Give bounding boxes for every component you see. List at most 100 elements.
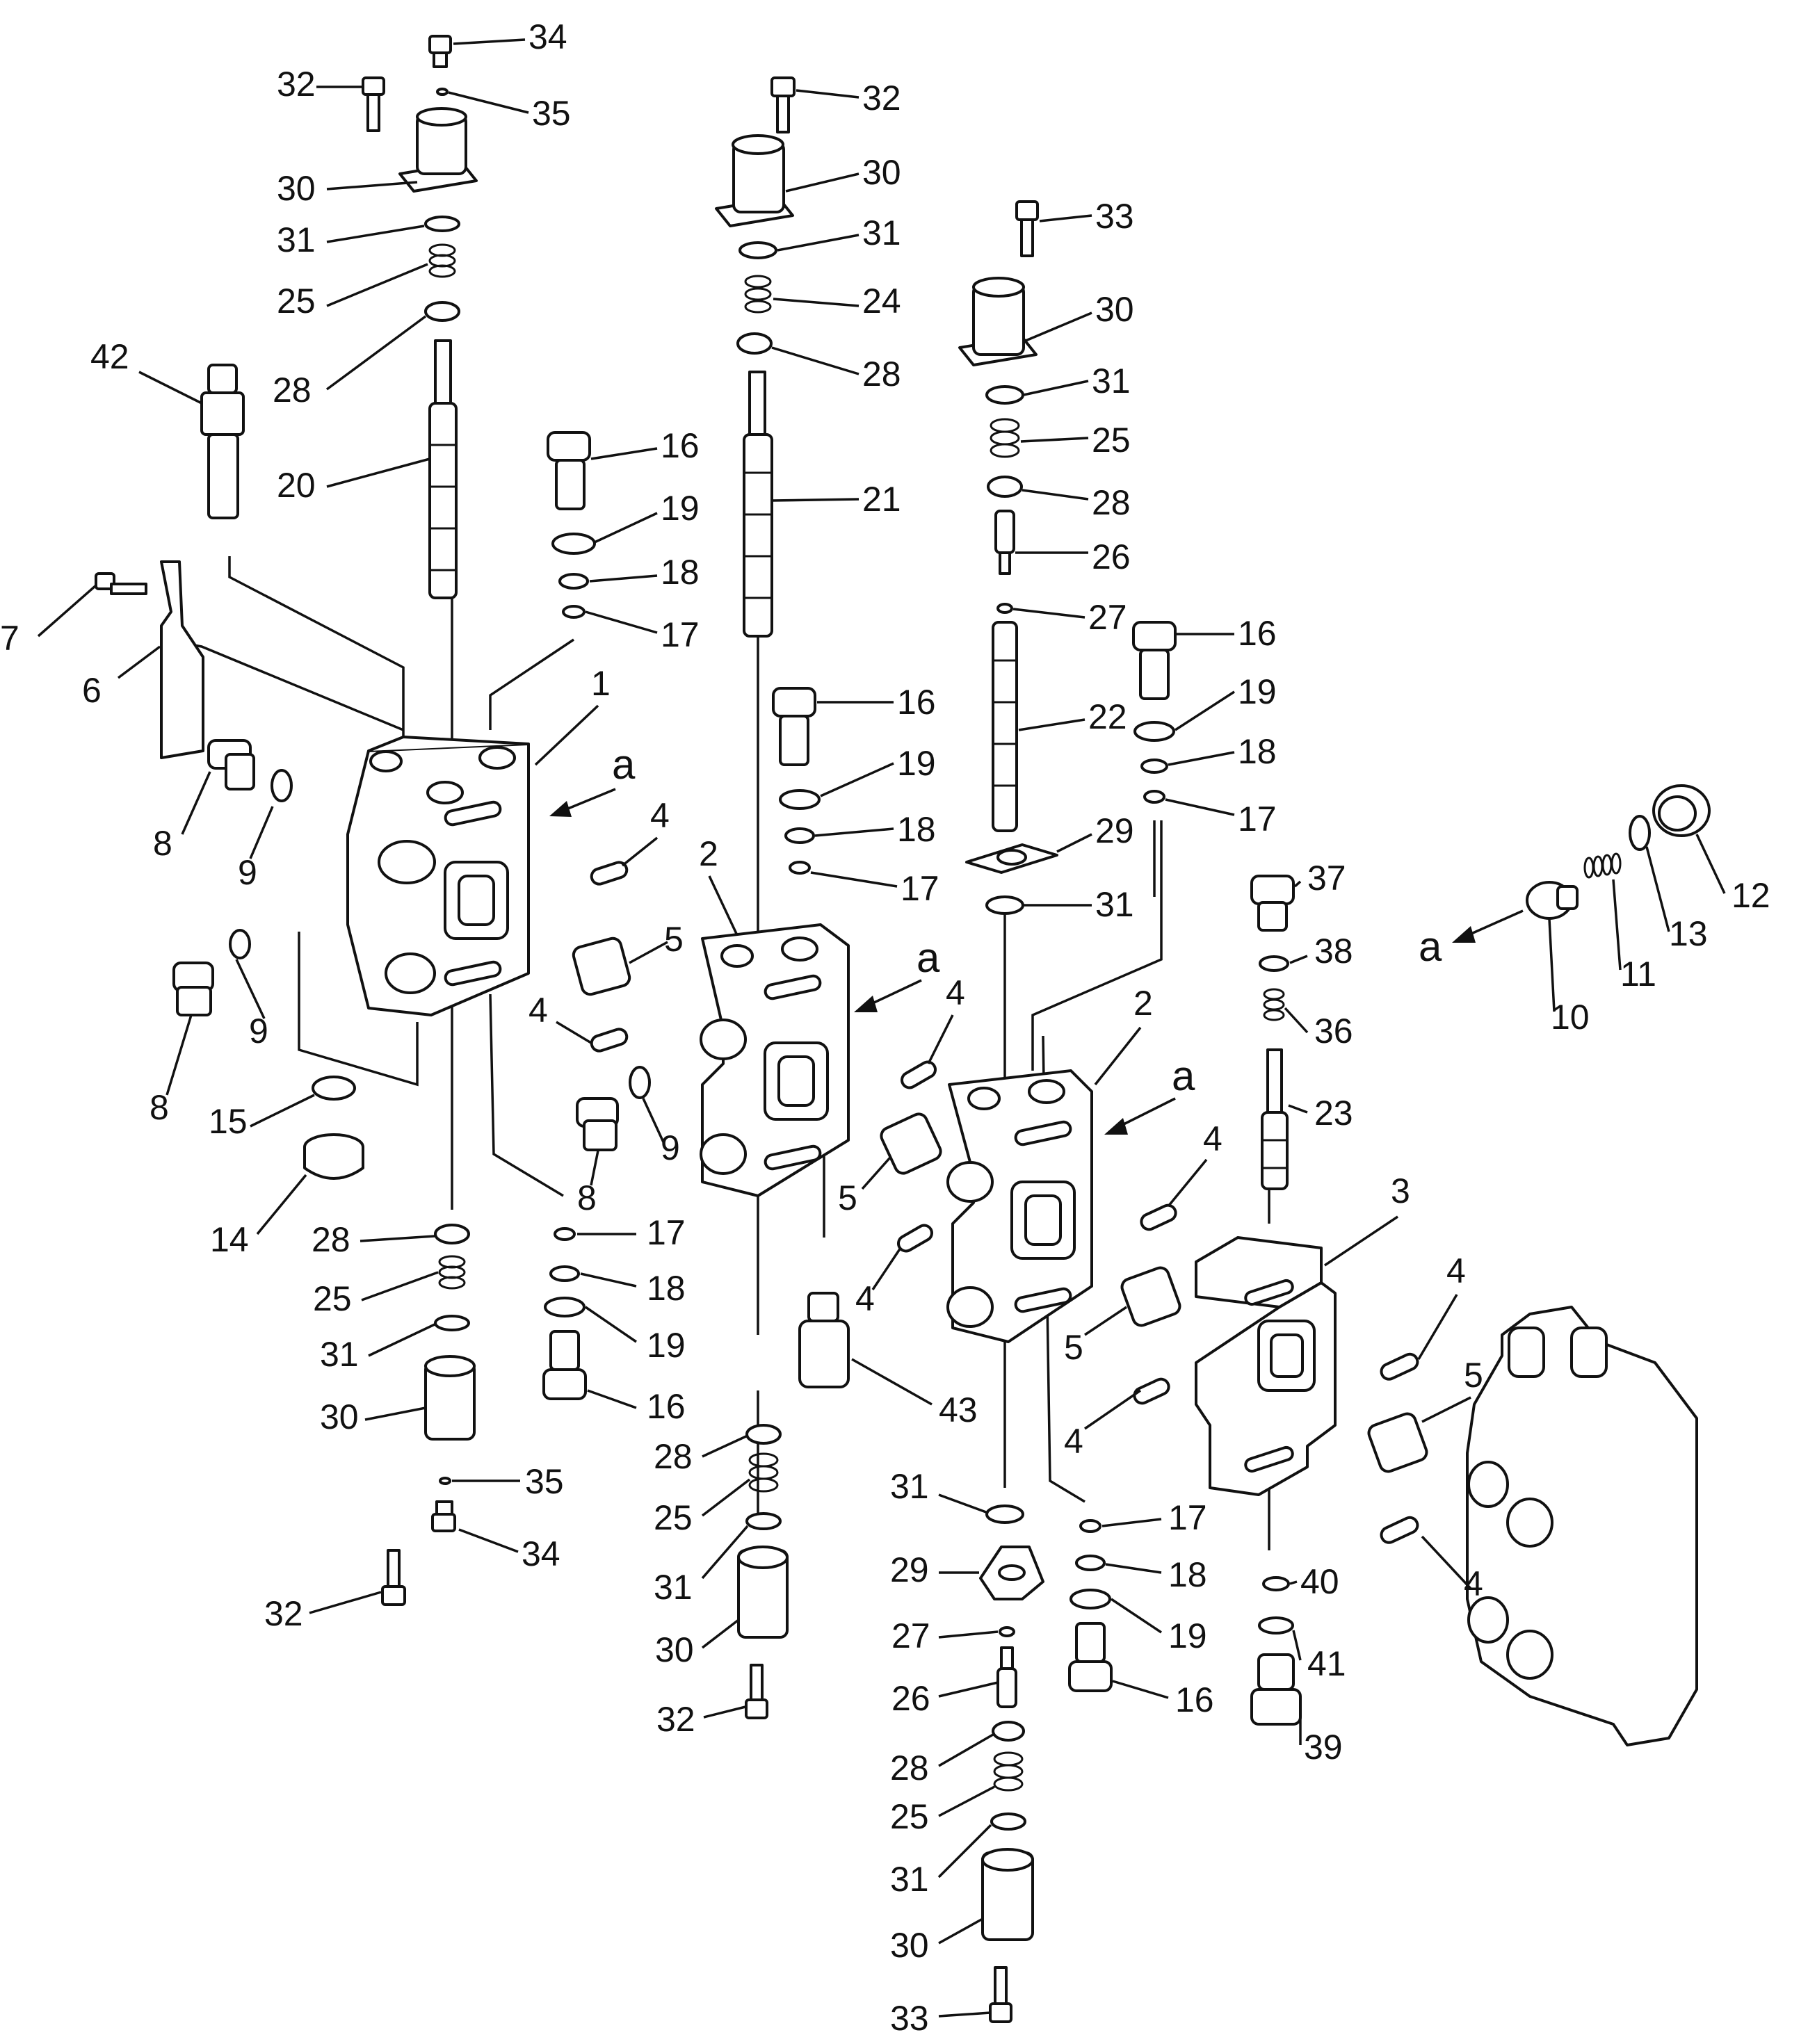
callout-label-26: 26 [1092,537,1131,576]
leader-c25b [361,1271,439,1301]
leader-c17a [585,610,658,634]
callout-label-18: 18 [661,553,700,592]
plug-16-right-bottom [1068,1622,1113,1692]
retainer-28-bottom-left [434,1224,470,1244]
seal-4-c [901,1060,937,1089]
gasket-5-a [572,936,631,996]
leader-c3 [1324,1215,1398,1267]
oring-31-right-top [985,385,1024,405]
view-a-label: a [1419,923,1442,970]
callout-label-18: 18 [647,1269,686,1308]
oring-9-middle [629,1066,651,1099]
leader-c25c [701,1478,751,1517]
callout-label-25: 25 [277,282,316,321]
callout-label-19: 19 [1238,672,1277,711]
leader-c2a [708,875,738,936]
callout-label-36: 36 [1314,1012,1353,1051]
view-a-label: a [1172,1053,1195,1099]
piston-26-bottom [996,1646,1017,1708]
seal-4-f [1133,1377,1170,1405]
oring-19-right [1133,721,1175,742]
leader-c7 [37,584,97,638]
callout-label-9: 9 [238,853,257,892]
flange-29-bottom [979,1546,1044,1600]
callout-label-35: 35 [532,94,571,133]
screw-32-bottom-left [381,1549,406,1606]
callout-label-17: 17 [661,615,700,654]
piston-26-top [994,510,1015,575]
seal-4-e [1140,1203,1177,1231]
leader-c41 [1292,1630,1302,1661]
leader-c17e [1101,1518,1162,1527]
leader-c25e [938,1785,995,1817]
spring-11 [1583,852,1622,879]
leader-c4h [1421,1535,1472,1590]
screw-32-middle-top [770,76,796,133]
callout-label-38: 38 [1314,932,1353,971]
callout-label-32: 32 [277,65,316,104]
retainer-28-middle-top [736,332,773,355]
spool-23 [1261,1048,1289,1190]
seal-4-d [897,1224,933,1253]
leader-c28a [325,315,427,391]
leader-c32c [796,89,859,99]
leader-c4f [1084,1389,1141,1430]
leader-c28e [1022,489,1089,501]
leader-c8b [166,1014,193,1096]
relief-valve-42 [200,364,245,519]
spring-25-right-bottom [993,1751,1024,1792]
oring-31-middle-bottom [745,1512,782,1530]
plug-16-middle [772,687,816,766]
retainer-28-right-top [987,476,1023,498]
plug-12 [1652,784,1711,837]
plug-16-bottom-left [542,1330,587,1400]
leader-c36 [1284,1007,1309,1034]
callout-label-22: 22 [1088,697,1127,736]
leader-c31d [701,1525,749,1580]
plate-6 [160,560,204,759]
callout-label-13: 13 [1669,914,1708,953]
callout-label-9: 9 [661,1128,680,1167]
leader-c13 [1645,846,1670,932]
callout-label-11: 11 [1620,955,1656,993]
leader-c30d [701,1619,740,1649]
ring-18-top-left [558,573,589,590]
plug-16-top-left [547,431,591,510]
callout-label-16: 16 [647,1387,686,1426]
leader-c19d [1175,690,1235,731]
callout-label-16: 16 [1238,614,1277,653]
plug-39 [1250,1653,1302,1726]
retainer-28-right-bottom [992,1721,1025,1742]
callout-label-9: 9 [249,1012,268,1051]
leader-c18e [1105,1563,1162,1574]
oring-17-top-left [562,605,586,619]
callout-label-30: 30 [890,1926,929,1965]
oring-9-upper [271,769,293,802]
callout-label-5: 5 [664,920,684,959]
ring-18-right-bottom [1075,1555,1106,1571]
callout-label-5: 5 [838,1178,857,1217]
callout-label-28: 28 [273,371,312,409]
leader-c4c [927,1014,954,1064]
leader-c34a [453,38,526,45]
leader-c37 [1293,880,1302,888]
spring-25-top [428,243,456,278]
leader-c27b [938,1630,999,1639]
assembled-valve-outline [1466,1306,1698,1746]
screw-33-top [1015,200,1039,257]
seal-4-h [1380,1516,1419,1544]
oring-31-top [424,216,460,232]
callout-label-4: 4 [1203,1119,1222,1158]
leader-c9b [235,959,266,1019]
leader-c35a [448,91,529,114]
callout-label-17: 17 [1238,800,1277,838]
retainer-28-middle-bottom [745,1424,782,1445]
callout-label-23: 23 [1314,1094,1353,1133]
leader-c32b [309,1591,382,1614]
seal-4-b [590,1028,629,1053]
callout-label-41: 41 [1307,1644,1346,1683]
cover-30-right-bottom [981,1848,1034,1941]
callout-label-28: 28 [1092,483,1131,522]
